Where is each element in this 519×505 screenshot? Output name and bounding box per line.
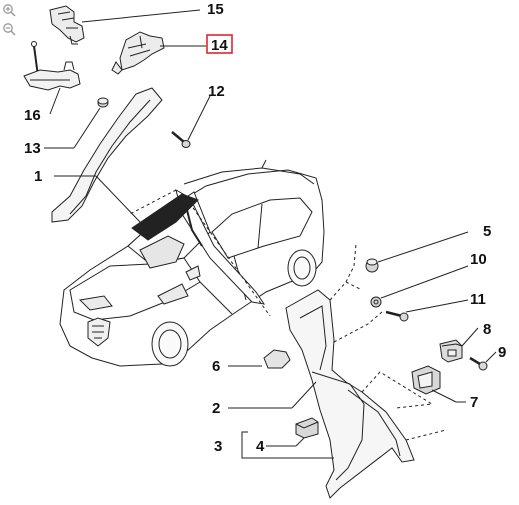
callout-13[interactable]: 13	[24, 140, 41, 157]
part-13-nut	[97, 97, 109, 108]
leader-15	[81, 9, 201, 23]
selected-callout-box[interactable]	[206, 34, 233, 54]
part-4-clip	[295, 417, 319, 439]
callout-14[interactable]: 14	[211, 37, 228, 54]
leader-1b	[95, 175, 141, 223]
part-3-b-pillar-trim	[285, 243, 447, 499]
part-5-nut	[365, 258, 379, 273]
zoom-in-icon	[3, 4, 16, 17]
part-10-nut	[370, 296, 382, 308]
group-bracket-3-4	[241, 431, 334, 459]
part-1-a-pillar-trim	[51, 87, 163, 223]
leader-2b	[291, 381, 317, 409]
leader-11	[405, 299, 469, 313]
callout-4[interactable]: 4	[256, 438, 265, 455]
leader-12	[187, 95, 211, 141]
leader-13	[73, 107, 101, 149]
leader-7	[431, 389, 457, 403]
part-11-screw	[385, 310, 409, 322]
callout-2[interactable]: 2	[212, 400, 220, 417]
leader-10	[380, 265, 469, 299]
callout-8[interactable]: 8	[483, 321, 491, 338]
car-illustration	[59, 159, 325, 367]
callout-6[interactable]: 6	[212, 358, 220, 375]
car-to-a-pillar-leader	[129, 189, 177, 215]
callout-11[interactable]: 11	[470, 291, 486, 308]
callout-7[interactable]: 7	[470, 394, 478, 411]
leader-4b	[295, 437, 305, 447]
leader-5	[377, 231, 469, 263]
part-6-cover	[263, 349, 291, 369]
zoom-in-button[interactable]	[2, 3, 16, 17]
leader-9	[485, 351, 497, 363]
leader-8	[461, 327, 479, 347]
callout-3[interactable]: 3	[214, 438, 222, 455]
callout-15[interactable]: 15	[207, 1, 224, 18]
part-16-rod-bracket	[23, 41, 81, 91]
part-8-clip	[439, 339, 463, 363]
callout-10[interactable]: 10	[470, 251, 487, 268]
callout-1[interactable]: 1	[34, 168, 42, 185]
part-7-clip	[411, 365, 441, 395]
part-14-bracket	[111, 31, 165, 75]
part-9-screw	[469, 356, 488, 371]
zoom-out-icon	[3, 23, 16, 36]
part-12-screw	[171, 131, 191, 148]
callout-5[interactable]: 5	[483, 223, 491, 240]
leader-16	[49, 87, 61, 115]
callout-12[interactable]: 12	[208, 83, 225, 100]
car-to-trim-leader	[185, 197, 271, 317]
callout-16[interactable]: 16	[24, 107, 41, 124]
zoom-out-button[interactable]	[2, 22, 16, 36]
part-15-bracket	[49, 5, 85, 45]
callout-9[interactable]: 9	[498, 344, 506, 361]
